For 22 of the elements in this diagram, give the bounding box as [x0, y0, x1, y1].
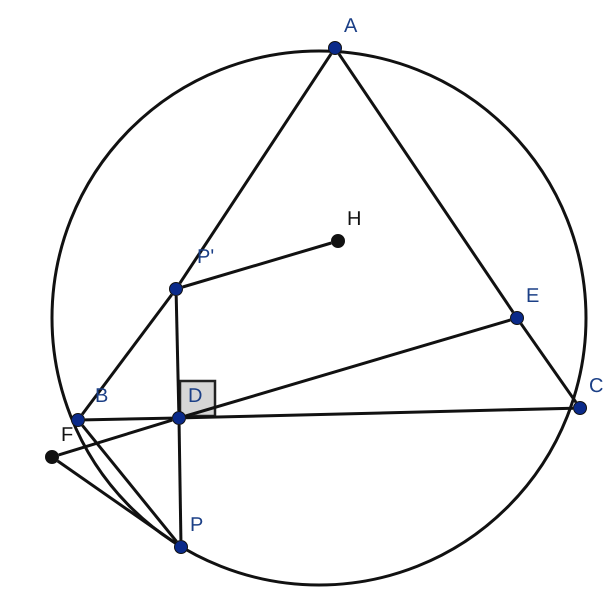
point-label: C [589, 375, 604, 397]
line-segment [174, 296, 180, 412]
point-label: B [95, 385, 108, 407]
line-segment [56, 460, 176, 544]
line-segment [58, 418, 173, 456]
line-segment [178, 52, 332, 284]
line-segment [182, 242, 332, 288]
line-segment [84, 416, 172, 422]
line-segment [81, 424, 178, 543]
line-segment [520, 322, 578, 404]
line-segment [178, 424, 182, 540]
line-segment [81, 294, 173, 416]
point-label: D [188, 385, 202, 407]
line-segment [185, 318, 511, 418]
line-segment [338, 52, 514, 314]
point-label: F [61, 424, 74, 446]
point-label: P [190, 514, 204, 536]
point-label: H [347, 208, 362, 230]
point-label: P' [197, 246, 214, 268]
point-label: A [344, 15, 358, 37]
line-segment [186, 406, 574, 420]
point-label: E [526, 285, 540, 307]
